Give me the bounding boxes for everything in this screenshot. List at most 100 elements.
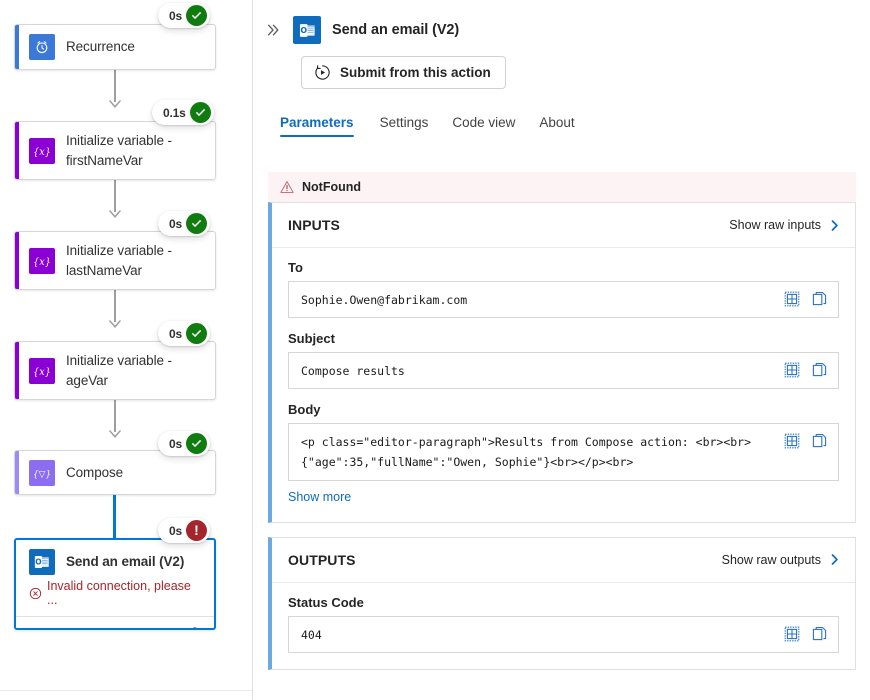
node-title: Send an email (V2): [66, 554, 185, 570]
copy-icon[interactable]: [812, 362, 828, 378]
field-actions[interactable]: [784, 431, 828, 449]
panel-header: O Send an email (V2) Submit from this ac…: [254, 0, 870, 140]
node-title: Initialize variable - lastNameVar: [66, 243, 172, 278]
field-actions[interactable]: [784, 360, 828, 378]
panel-tabs[interactable]: Parameters Settings Code view About: [264, 109, 854, 140]
field-status-code: Status Code 404: [288, 595, 839, 653]
action-details-panel: O Send an email (V2) Submit from this ac…: [254, 0, 870, 700]
submit-from-this-action-button[interactable]: Submit from this action: [301, 56, 506, 89]
connector-arrow-3: [108, 319, 122, 328]
duration-label: 0s: [169, 216, 182, 231]
field-body: Body <p class="editor-paragraph">Results…: [288, 402, 839, 505]
field-box[interactable]: <p class="editor-paragraph">Results from…: [288, 423, 839, 481]
node-initialize-variable-lastnamevar[interactable]: {x} Initialize variable - lastNameVar: [14, 231, 216, 290]
status-pill-lastnamevar: 0s: [158, 211, 210, 236]
workflow-designer-canvas[interactable]: 0s Recurrence 0.1s {x: [0, 0, 253, 700]
variable-icon: {x}: [29, 247, 55, 274]
success-check-icon: [189, 102, 211, 123]
node-error-text: Invalid connection, please ...: [47, 579, 191, 607]
field-label: To: [288, 260, 303, 275]
inputs-title: INPUTS: [288, 217, 340, 233]
tab-label: Code view: [452, 115, 516, 130]
node-error-message: Invalid connection, please ...: [16, 577, 214, 616]
svg-text:{x}: {x}: [33, 366, 51, 377]
duration-label: 0s: [169, 436, 182, 451]
status-pill-firstnamevar: 0.1s: [152, 100, 214, 125]
field-actions[interactable]: [784, 289, 828, 307]
show-raw-inputs-label: Show raw inputs: [729, 218, 821, 232]
connector-1: [114, 70, 116, 102]
inputs-section-header: INPUTS Show raw inputs: [272, 203, 855, 248]
duration-label: 0s: [169, 326, 182, 341]
field-actions[interactable]: [784, 624, 828, 642]
duration-label: 0.1s: [163, 105, 186, 120]
error-exclamation-icon: !: [185, 520, 207, 541]
show-raw-inputs-link[interactable]: Show raw inputs: [729, 218, 841, 232]
play-resubmit-icon: [315, 65, 330, 80]
svg-text:{x}: {x}: [33, 256, 51, 267]
duration-label: 0s: [169, 523, 182, 538]
node-connection-footer[interactable]: [16, 616, 214, 630]
field-box[interactable]: Sophie.Owen@fabrikam.com: [288, 281, 839, 319]
node-initialize-variable-firstnamevar[interactable]: {x} Initialize variable - firstNameVar: [14, 121, 216, 180]
tab-about[interactable]: About: [527, 109, 586, 140]
table-view-icon[interactable]: [784, 362, 800, 378]
variable-icon: {x}: [29, 137, 55, 164]
copy-icon[interactable]: [812, 626, 828, 642]
show-more-link[interactable]: Show more: [288, 489, 352, 504]
field-value: Sophie.Owen@fabrikam.com: [301, 293, 468, 307]
svg-text:{▽}: {▽}: [33, 469, 51, 479]
show-raw-outputs-label: Show raw outputs: [721, 552, 821, 567]
status-pill-send-an-email: 0s !: [158, 518, 210, 543]
connector-arrow-1: [108, 99, 122, 108]
node-accent-bar: [15, 451, 19, 494]
table-view-icon[interactable]: [784, 291, 800, 307]
node-compose[interactable]: {▽} Compose: [14, 450, 216, 495]
node-recurrence[interactable]: Recurrence: [14, 24, 216, 70]
tab-label: About: [539, 115, 575, 130]
field-value: <p class="editor-paragraph">Results from…: [301, 435, 752, 470]
connector-3: [114, 290, 116, 322]
inputs-section: INPUTS Show raw inputs To Sophie.Owen@fa…: [268, 202, 856, 523]
field-label: Status Code: [288, 594, 364, 610]
connection-link-icon[interactable]: [189, 624, 204, 630]
outputs-title: OUTPUTS: [288, 551, 356, 568]
node-initialize-variable-agevar[interactable]: {x} Initialize variable - ageVar: [14, 341, 216, 400]
status-pill-agevar: 0s: [158, 321, 210, 346]
clock-icon: [29, 34, 55, 60]
warning-triangle-icon: [280, 181, 294, 193]
chevron-double-right-icon[interactable]: [264, 21, 282, 39]
connector-2: [114, 180, 116, 212]
field-label: Body: [288, 402, 321, 418]
table-view-icon[interactable]: [784, 433, 800, 449]
outlook-icon: O: [29, 549, 55, 575]
error-circle-icon: [29, 587, 42, 599]
duration-label: 0s: [169, 8, 182, 23]
tab-settings[interactable]: Settings: [368, 109, 441, 140]
panel-body: NotFound INPUTS Show raw inputs To: [254, 172, 870, 700]
chevron-right-icon: [828, 553, 841, 566]
field-subject: Subject Compose results: [288, 331, 839, 390]
svg-text:O: O: [300, 26, 307, 35]
node-accent-bar: [15, 342, 19, 399]
error-banner: NotFound: [268, 172, 856, 202]
success-check-icon: [185, 213, 207, 234]
node-accent-bar: [15, 122, 19, 179]
success-check-icon: [185, 433, 207, 454]
copy-icon[interactable]: [812, 291, 828, 307]
node-send-an-email[interactable]: O Send an email (V2) Invalid connection,…: [14, 538, 216, 630]
show-raw-outputs-link[interactable]: Show raw outputs: [722, 553, 841, 567]
canvas-bottom-divider: [0, 690, 252, 691]
connector-arrow-4: [108, 429, 122, 438]
node-accent-bar: [15, 25, 19, 69]
success-check-icon: [185, 5, 207, 26]
copy-icon[interactable]: [812, 433, 828, 449]
table-view-icon[interactable]: [784, 626, 800, 642]
tab-code-view[interactable]: Code view: [440, 109, 527, 140]
outlook-icon: O: [293, 16, 321, 44]
field-value: 404: [301, 627, 322, 642]
svg-text:{x}: {x}: [33, 146, 51, 157]
field-box[interactable]: 404: [288, 615, 839, 653]
tab-parameters[interactable]: Parameters: [280, 109, 368, 140]
field-box[interactable]: Compose results: [288, 352, 839, 390]
